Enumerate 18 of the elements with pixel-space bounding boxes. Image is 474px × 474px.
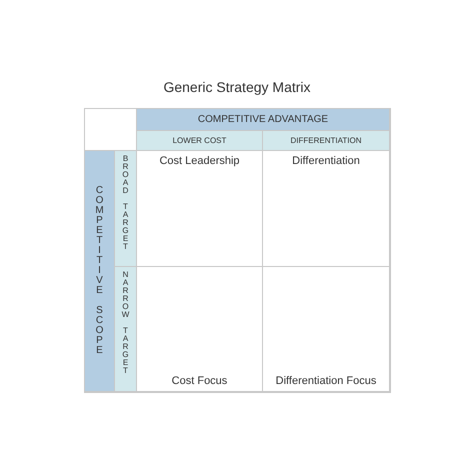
column-header: DIFFERENTIATION [290,136,362,145]
vertical-label: COMPETITIVE SCOPE [94,186,104,356]
matrix-cell [262,266,390,392]
header-cell [136,130,263,151]
header-cell [114,266,137,392]
header-cell [114,150,137,267]
column-header: COMPETITIVE ADVANTAGE [198,114,328,125]
strategy-label: Differentiation [292,155,360,167]
title: Generic Strategy Matrix [162,79,312,95]
strategy-label: Cost Leadership [159,155,240,167]
header-cell [136,108,390,131]
header-cell [262,130,390,151]
vertical-label: BROAD TARGET [122,155,130,251]
header-cell [84,150,115,392]
vertical-label: NARROW TARGET [122,271,130,375]
strategy-label: Differentiation Focus [276,375,376,387]
strategy-label: Cost Focus [172,375,228,387]
column-header: LOWER COST [172,136,226,145]
